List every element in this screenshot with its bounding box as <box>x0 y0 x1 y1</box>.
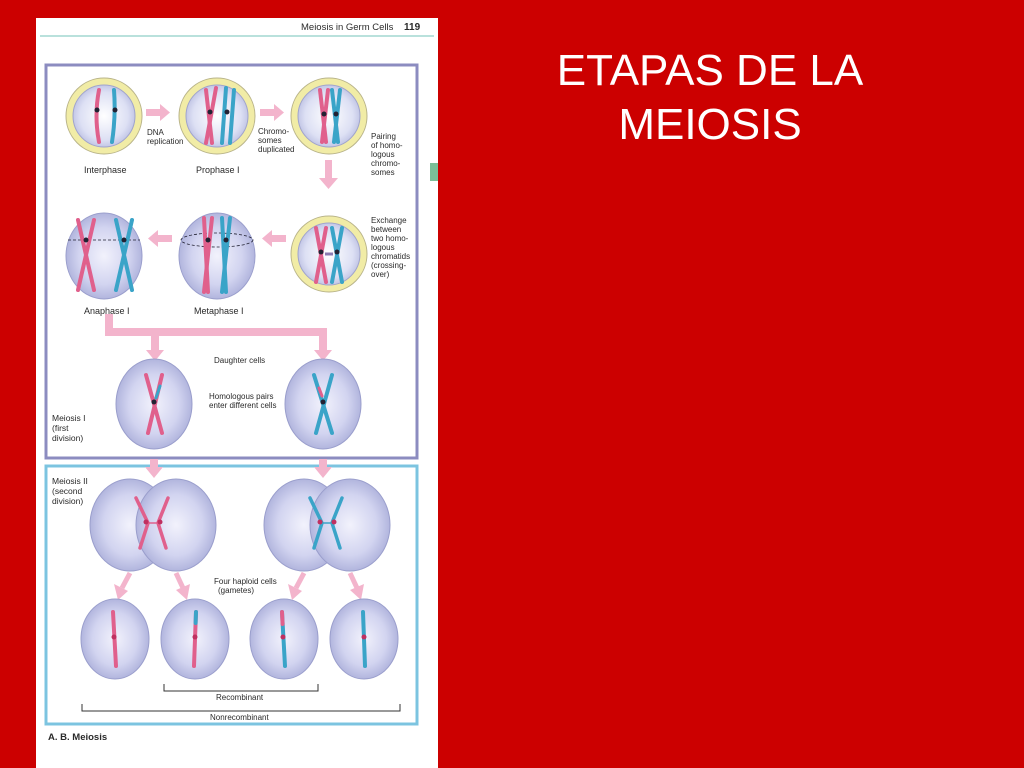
arrow-gamete-4 <box>347 571 364 600</box>
arrow-gamete-3 <box>288 571 307 600</box>
arrow-interphase-prophase <box>146 104 170 121</box>
prophase-cell <box>178 77 256 155</box>
slide-title-line-2: MEIOSIS <box>618 100 802 149</box>
slide-title: ETAPAS DE LA MEIOSIS <box>520 44 900 152</box>
dividing-cell-left <box>89 478 217 572</box>
page-number: 119 <box>404 22 421 33</box>
meiosis1-label: Meiosis I (first division) <box>52 413 88 443</box>
slide-title-line-1: ETAPAS DE LA <box>556 46 864 95</box>
exchange-label: Exchange between two homo- logous chroma… <box>371 216 412 279</box>
accent-marker <box>430 163 438 181</box>
metaphase-cell <box>178 212 256 300</box>
homologous-pairs-label: Homologous pairs enter different cells <box>209 392 276 410</box>
recombinant-bracket <box>163 684 319 692</box>
prophase-label: Prophase I <box>196 165 240 175</box>
gamete-1 <box>80 598 150 680</box>
anaphase-cell <box>65 212 143 300</box>
metaphase-label: Metaphase I <box>194 306 244 316</box>
exchange-cell <box>290 215 368 293</box>
pairing-cell <box>290 77 368 155</box>
meiosis-diagram: Meiosis in Germ Cells 119 <box>40 22 434 743</box>
daughter-cells-label: Daughter cells <box>214 356 265 365</box>
arrow-pairing-exchange <box>319 160 338 189</box>
page-header-title: Meiosis in Germ Cells <box>301 22 394 33</box>
textbook-page: Meiosis in Germ Cells 119 <box>36 18 438 768</box>
dividing-cell-right <box>263 478 391 572</box>
daughter-cell-blue <box>284 358 362 450</box>
arrow-metaphase-anaphase <box>148 230 172 247</box>
meiosis2-label: Meiosis II (second division) <box>52 476 90 506</box>
chromosomes-duplicated-label: Chromo- somes duplicated <box>258 127 294 154</box>
daughter-cell-pink <box>115 358 193 450</box>
arrow-gamete-2 <box>173 571 190 600</box>
four-haploid-label: Four haploid cells (gametes) <box>214 577 279 595</box>
arrow-gamete-1 <box>114 571 133 600</box>
arrow-prophase-pairing <box>260 104 284 121</box>
gamete-4 <box>329 598 399 680</box>
nonrecombinant-bracket <box>81 704 401 712</box>
dna-replication-label: DNA replication <box>147 128 183 146</box>
pairing-label: Pairing of homo- logous chromo- somes <box>371 132 405 177</box>
interphase-label: Interphase <box>84 165 127 175</box>
anaphase-label: Anaphase I <box>84 306 130 316</box>
arrow-to-meiosis2-left <box>145 459 163 478</box>
interphase-cell <box>65 77 143 155</box>
arrow-to-meiosis2-right <box>314 459 332 478</box>
recombinant-label: Recombinant <box>216 693 264 702</box>
gamete-2 <box>160 598 230 680</box>
arrow-exchange-metaphase <box>262 230 286 247</box>
figure-caption: A. B. Meiosis <box>48 732 107 743</box>
nonrecombinant-label: Nonrecombinant <box>210 713 269 722</box>
arrow-anaphase-daughters <box>105 314 332 361</box>
gamete-3 <box>249 598 319 680</box>
